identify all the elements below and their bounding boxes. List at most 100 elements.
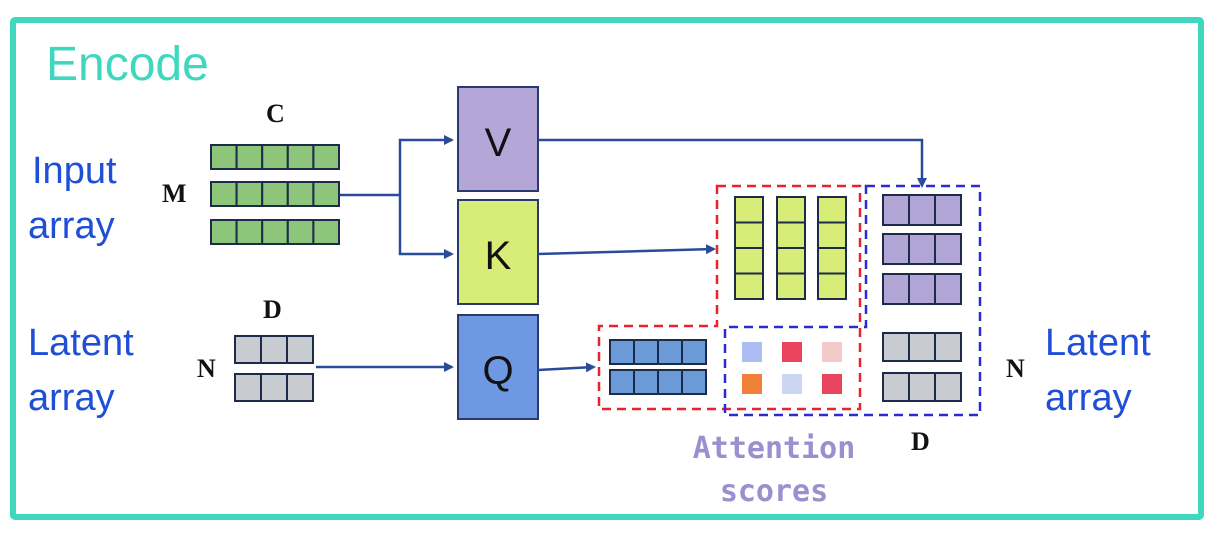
latent-output-row-1-cell	[882, 332, 910, 362]
q-box-label: Q	[482, 349, 513, 393]
latent-left-row-2-cell	[234, 373, 262, 402]
k-to-keys-arrow	[537, 244, 716, 256]
latent-left-row-1-cell	[234, 335, 262, 364]
encode-title: Encode	[46, 38, 209, 91]
query-rows	[609, 339, 707, 395]
value-row-3-cell	[934, 273, 962, 305]
input-array-label-line2: array	[28, 205, 115, 247]
value-row-1-cell	[934, 194, 962, 226]
latent-array-right-label-line2: array	[1045, 377, 1132, 419]
attention-score-square	[742, 374, 762, 394]
input-array-row-3-cell	[312, 219, 340, 245]
key-column-2-cell	[776, 221, 806, 249]
value-row-2-cell	[908, 233, 936, 265]
query-row-2-cell	[633, 369, 659, 395]
key-column-1-cell	[734, 221, 764, 249]
key-column-1-cell	[734, 272, 764, 300]
value-row-1-cell	[908, 194, 936, 226]
attention-score-square	[742, 342, 762, 362]
attention-score-square	[822, 342, 842, 362]
key-column-3-cell	[817, 221, 847, 249]
latent-output-row-2-cell	[934, 372, 962, 402]
blue-dashed-region	[723, 184, 982, 417]
input-array-row-2-cell	[261, 181, 289, 207]
latent-array-left	[234, 335, 314, 402]
input-array-row-1-cell	[210, 144, 238, 170]
dim-label-d-top: D	[263, 295, 282, 324]
value-row-1-cell	[882, 194, 910, 226]
key-column-2-cell	[776, 247, 806, 275]
dim-label-d-bottom: D	[911, 427, 930, 456]
query-row-1-cell	[657, 339, 683, 365]
attention-scores-label-line2: scores	[720, 474, 828, 509]
latent-array-left-label-line1: Latent	[28, 322, 134, 364]
latent-output-rows	[882, 332, 962, 402]
latent-left-row-2-cell	[286, 373, 314, 402]
key-column-3-cell	[817, 196, 847, 224]
key-column-3-cell	[817, 247, 847, 275]
value-row-3-cell	[882, 273, 910, 305]
input-array-row-3-cell	[210, 219, 238, 245]
v-box-label: V	[485, 121, 512, 165]
attention-score-square	[782, 342, 802, 362]
query-row-1-cell	[633, 339, 659, 365]
key-column-3-cell	[817, 272, 847, 300]
query-row-2-cell	[681, 369, 707, 395]
value-row-3-cell	[908, 273, 936, 305]
dim-label-c: C	[266, 99, 285, 128]
attention-score-square	[822, 374, 842, 394]
input-array	[210, 144, 340, 245]
query-row-2-cell	[657, 369, 683, 395]
dim-label-m: M	[162, 179, 187, 208]
key-column-2-cell	[776, 272, 806, 300]
key-column-1-cell	[734, 196, 764, 224]
value-rows	[882, 194, 962, 305]
attention-score-square	[782, 374, 802, 394]
input-array-row-1-cell	[286, 144, 315, 170]
input-array-row-1-cell	[312, 144, 340, 170]
split-to-k-arrow	[398, 195, 454, 259]
query-row-1-cell	[609, 339, 635, 365]
input-array-row-1-cell	[261, 144, 289, 170]
latent-output-row-1-cell	[908, 332, 936, 362]
dim-label-n-right: N	[1006, 354, 1025, 383]
attention-scores-label-line1: Attention	[693, 431, 856, 466]
input-array-row-2-cell	[210, 181, 238, 207]
query-row-1-cell	[681, 339, 707, 365]
encode-frame	[10, 17, 1204, 520]
latent-left-row-2-cell	[260, 373, 288, 402]
value-row-2-cell	[934, 233, 962, 265]
latent-array-right-label-line1: Latent	[1045, 322, 1151, 364]
v-to-values-arrow	[538, 138, 927, 188]
q-box: Q	[457, 314, 539, 420]
input-array-row-2-cell	[312, 181, 340, 207]
input-array-row-3-cell	[286, 219, 315, 245]
latent-left-row-1-cell	[260, 335, 288, 364]
input-array-row-3-cell	[235, 219, 264, 245]
attention-score-grid	[742, 342, 842, 394]
latent-output-row-1-cell	[934, 332, 962, 362]
q-to-queries-arrow	[537, 362, 596, 373]
dim-label-n-left: N	[197, 354, 216, 383]
latent-array-left-label-line2: array	[28, 377, 115, 419]
input-array-row-2-cell	[286, 181, 315, 207]
key-columns	[734, 196, 847, 300]
split-to-v-arrow	[398, 135, 454, 195]
key-column-2-cell	[776, 196, 806, 224]
input-array-row-2-cell	[235, 181, 264, 207]
latent-output-row-2-cell	[882, 372, 910, 402]
value-row-2-cell	[882, 233, 910, 265]
k-box: K	[457, 199, 539, 305]
input-array-row-1-cell	[235, 144, 264, 170]
k-box-label: K	[485, 234, 512, 278]
v-box: V	[457, 86, 539, 192]
arrows	[316, 135, 927, 373]
red-dashed-region	[597, 184, 862, 411]
input-array-row-3-cell	[261, 219, 289, 245]
query-row-2-cell	[609, 369, 635, 395]
latent-left-row-1-cell	[286, 335, 314, 364]
input-array-label-line1: Input	[32, 150, 117, 192]
key-column-1-cell	[734, 247, 764, 275]
latent-output-row-2-cell	[908, 372, 936, 402]
